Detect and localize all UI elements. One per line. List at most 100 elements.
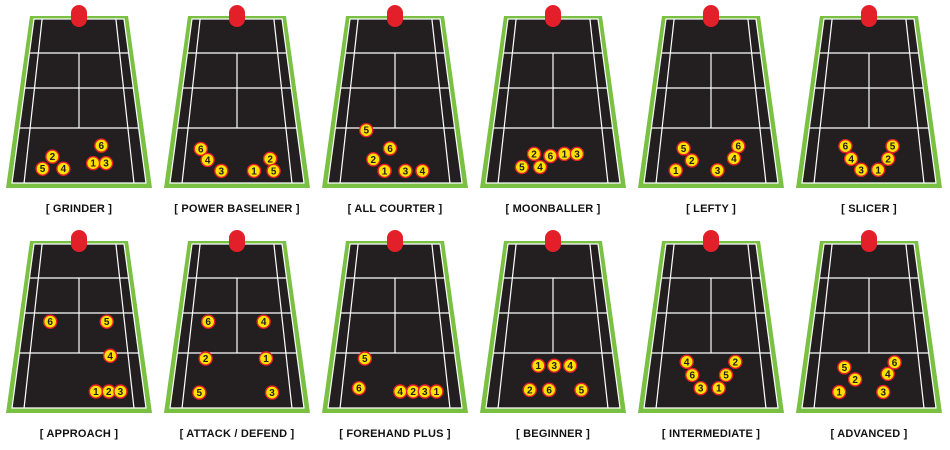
tennis-ball-shape bbox=[711, 380, 726, 396]
tennis-ball-shape bbox=[684, 153, 700, 168]
court-outline bbox=[485, 243, 621, 409]
tennis-ball-shape bbox=[258, 351, 274, 366]
singles-sideline bbox=[497, 243, 517, 409]
singles-sideline bbox=[747, 243, 767, 409]
tennis-ball-icon: 6 bbox=[543, 148, 558, 164]
tennis-ball-icon: 5 bbox=[837, 360, 852, 375]
shot-number: 4 bbox=[885, 369, 891, 380]
singles-sideline bbox=[115, 243, 135, 409]
tennis-ball-shape bbox=[98, 155, 114, 171]
singles-sideline bbox=[905, 243, 925, 409]
tennis-ball-icon: 1 bbox=[531, 358, 546, 373]
tennis-ball-icon: 3 bbox=[98, 155, 114, 171]
tennis-ball-icon: 4 bbox=[56, 161, 71, 176]
tennis-ball-shape bbox=[192, 385, 207, 400]
tennis-ball-icon: 1 bbox=[870, 162, 886, 178]
shot-number: 6 bbox=[736, 142, 742, 153]
tennis-ball-shape bbox=[214, 163, 229, 179]
shot-number: 4 bbox=[107, 351, 113, 362]
court-outline bbox=[643, 243, 779, 409]
tennis-ball-shape bbox=[522, 382, 537, 398]
shot-number: 3 bbox=[551, 361, 557, 372]
tennis-ball-icon: 5 bbox=[192, 385, 207, 400]
tennis-ball-shape bbox=[876, 384, 891, 400]
shot-number: 2 bbox=[203, 354, 209, 365]
tennis-ball-shape bbox=[543, 148, 558, 164]
shot-number: 6 bbox=[548, 152, 554, 163]
tennis-ball-shape bbox=[266, 163, 281, 179]
tennis-ball-shape bbox=[526, 146, 542, 162]
court-outline bbox=[327, 243, 463, 409]
tennis-ball-icon: 6 bbox=[541, 382, 557, 398]
tennis-ball-shape bbox=[45, 149, 60, 164]
drill-label: [ LEFTY ] bbox=[686, 203, 736, 215]
shot-number: 5 bbox=[104, 317, 110, 328]
tennis-ball-icon: 5 bbox=[574, 382, 589, 398]
shot-number: 2 bbox=[885, 154, 891, 165]
singles-sideline bbox=[339, 18, 359, 184]
tennis-ball-icon: 3 bbox=[853, 162, 869, 178]
shot-number: 4 bbox=[205, 155, 211, 166]
ball-machine-icon bbox=[703, 230, 719, 252]
tennis-ball-icon: 3 bbox=[693, 380, 708, 396]
shot-number: 3 bbox=[219, 166, 225, 177]
shot-number: 5 bbox=[519, 163, 525, 174]
singles-sideline bbox=[181, 243, 201, 409]
tennis-ball-icon: 6 bbox=[193, 141, 208, 157]
shot-number: 3 bbox=[574, 149, 580, 160]
tennis-ball-icon: 5 bbox=[357, 351, 373, 366]
tennis-ball-shape bbox=[531, 358, 546, 373]
shot-number: 4 bbox=[61, 164, 67, 175]
tennis-ball-icon: 5 bbox=[99, 314, 114, 329]
shot-number: 1 bbox=[90, 159, 96, 170]
tennis-ball-icon: 6 bbox=[42, 314, 58, 329]
drill-label: [ INTERMEDIATE ] bbox=[661, 428, 761, 440]
tennis-ball-shape bbox=[574, 382, 589, 398]
tennis-ball-shape bbox=[429, 384, 444, 399]
tennis-ball-icon: 5 bbox=[35, 161, 50, 176]
tennis-ball-shape bbox=[880, 151, 896, 167]
tennis-ball-icon: 1 bbox=[258, 351, 274, 366]
tennis-ball-icon: 2 bbox=[198, 351, 213, 366]
tennis-ball-icon: 6 bbox=[200, 314, 216, 329]
shot-number: 2 bbox=[371, 155, 377, 166]
tennis-ball-shape bbox=[685, 367, 700, 383]
tennis-ball-icon: 3 bbox=[876, 384, 891, 400]
shot-number: 6 bbox=[689, 371, 695, 382]
tennis-ball-icon: 3 bbox=[398, 163, 413, 179]
tennis-ball-shape bbox=[870, 162, 886, 178]
tennis-ball-shape bbox=[56, 161, 71, 176]
shot-number: 1 bbox=[93, 387, 99, 398]
ball-machine-icon bbox=[387, 230, 403, 252]
drill-label: [ ATTACK / DEFEND ] bbox=[179, 428, 295, 440]
tennis-ball-icon: 5 bbox=[359, 122, 374, 138]
shot-number: 4 bbox=[848, 154, 854, 165]
ball-machine-icon bbox=[703, 5, 719, 27]
tennis-ball-shape bbox=[200, 152, 215, 168]
tennis-ball-shape bbox=[887, 355, 902, 370]
tennis-ball-shape bbox=[102, 348, 118, 363]
tennis-ball-shape bbox=[838, 138, 853, 154]
shot-number: 4 bbox=[684, 357, 690, 368]
ball-machine-icon bbox=[71, 5, 87, 27]
tennis-ball-shape bbox=[718, 367, 734, 383]
tennis-ball-icon: 6 bbox=[887, 355, 902, 370]
tennis-ball-shape bbox=[853, 162, 869, 178]
tennis-ball-shape bbox=[668, 163, 683, 178]
tennis-ball-icon: 2 bbox=[684, 153, 700, 168]
shot-number: 5 bbox=[890, 142, 896, 153]
drill-label: [ APPROACH ] bbox=[39, 428, 119, 440]
shot-number: 5 bbox=[271, 166, 277, 177]
shot-number: 3 bbox=[403, 166, 409, 177]
shot-number: 2 bbox=[689, 156, 695, 167]
tennis-ball-shape bbox=[113, 384, 128, 399]
